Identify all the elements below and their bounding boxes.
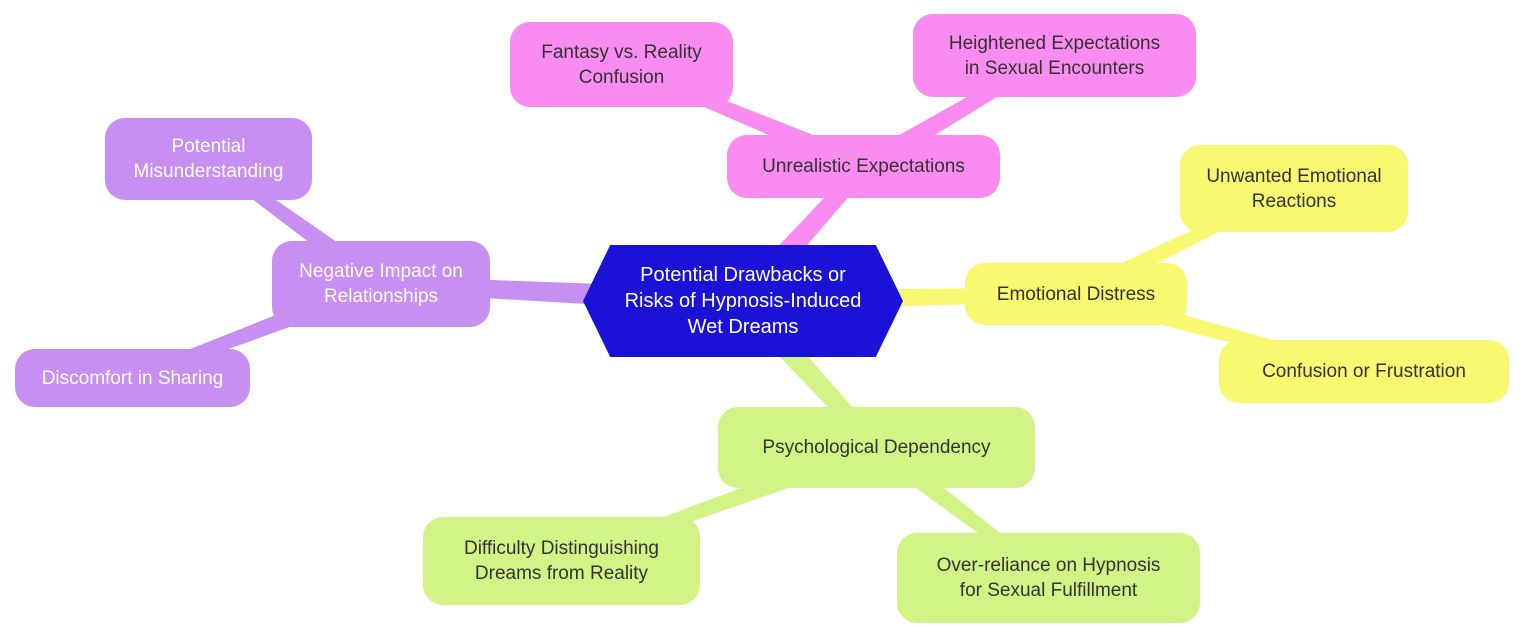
node-unrealistic-expectations: Unrealistic Expectations bbox=[727, 135, 1000, 198]
node-label: Unwanted Emotional Reactions bbox=[1206, 165, 1382, 212]
node-discomfort-in-sharing: Discomfort in Sharing bbox=[15, 349, 250, 407]
node-label: Unrealistic Expectations bbox=[762, 156, 965, 177]
node-unwanted-emotional-reactions: Unwanted Emotional Reactions bbox=[1180, 145, 1408, 232]
node-label: Discomfort in Sharing bbox=[41, 367, 224, 389]
node-label: Negative Impact on Relationships bbox=[299, 261, 463, 307]
node-negative-impact-on-relationships: Negative Impact on Relationships bbox=[272, 241, 490, 327]
node-root: Potential Drawbacks or Risks of Hypnosis… bbox=[583, 245, 903, 357]
node-label: Heightened Expectations in Sexual Encoun… bbox=[948, 32, 1161, 79]
node-fantasy-vs-reality-confusion: Fantasy vs. Reality Confusion bbox=[510, 22, 733, 107]
node-label: Over-reliance on Hypnosis for Sexual Ful… bbox=[936, 555, 1161, 601]
node-label: Potential Drawbacks or Risks of Hypnosis… bbox=[624, 264, 862, 338]
node-heightened-expectations: Heightened Expectations in Sexual Encoun… bbox=[913, 14, 1196, 97]
node-emotional-distress: Emotional Distress bbox=[965, 263, 1187, 325]
node-psychological-dependency: Psychological Dependency bbox=[718, 407, 1035, 488]
node-label: Confusion or Frustration bbox=[1262, 361, 1466, 382]
node-label: Psychological Dependency bbox=[762, 437, 991, 458]
node-label: Potential Misunderstanding bbox=[133, 136, 284, 182]
node-difficulty-distinguishing-dreams: Difficulty Distinguishing Dreams from Re… bbox=[423, 517, 700, 605]
node-label: Difficulty Distinguishing Dreams from Re… bbox=[463, 538, 659, 584]
node-label: Fantasy vs. Reality Confusion bbox=[541, 41, 702, 88]
node-confusion-or-frustration: Confusion or Frustration bbox=[1219, 340, 1509, 403]
node-potential-misunderstanding: Potential Misunderstanding bbox=[105, 118, 312, 200]
node-label: Emotional Distress bbox=[996, 283, 1156, 305]
node-overreliance-on-hypnosis: Over-reliance on Hypnosis for Sexual Ful… bbox=[897, 533, 1200, 623]
